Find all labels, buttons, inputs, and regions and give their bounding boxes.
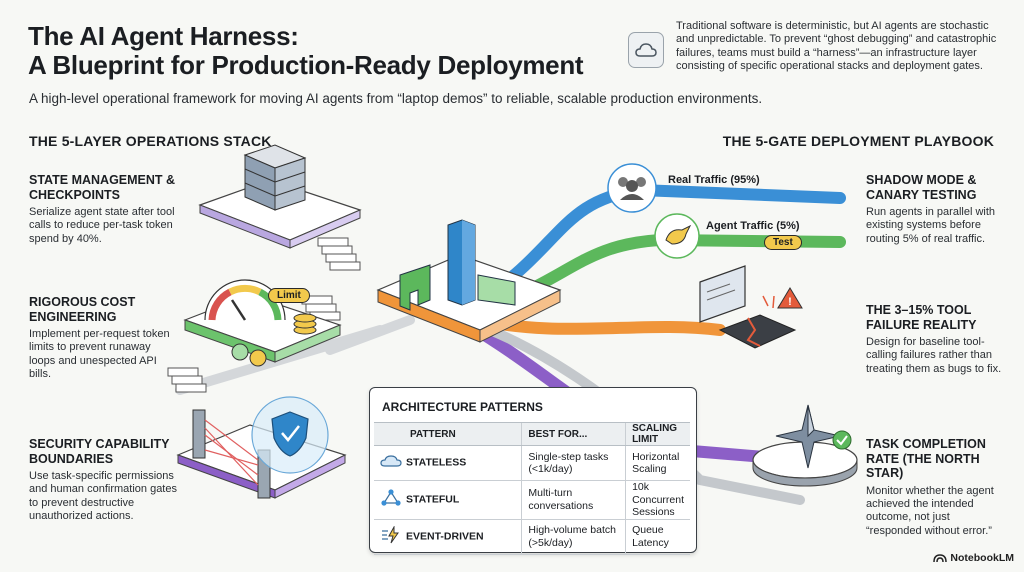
left-item-title: STATE MANAGEMENT & CHECKPOINTS bbox=[29, 173, 176, 202]
gauge-icon bbox=[204, 279, 286, 321]
pattern-name: STATEFUL bbox=[406, 493, 460, 506]
right-item-shadow: SHADOW MODE & CANARY TESTING Run agents … bbox=[866, 173, 1006, 246]
pattern-cell: STATEFUL bbox=[374, 480, 522, 520]
left-item-desc: Use task-specific permissions and human … bbox=[29, 470, 177, 523]
table-header-row: PATTERN BEST FOR... SCALING LIMIT bbox=[374, 422, 690, 446]
agent-traffic-label: Agent Traffic (5%) bbox=[706, 220, 800, 232]
svg-text:!: ! bbox=[788, 296, 792, 308]
table-row: STATEFUL Multi-turn conversations 10k Co… bbox=[374, 480, 690, 520]
right-item-desc: Design for baseline tool-calling failure… bbox=[866, 336, 1002, 375]
warning-icon: ! bbox=[777, 287, 803, 309]
scaling-limit-cell: 10k Concurrent Sessions bbox=[625, 480, 690, 520]
stairs bbox=[167, 237, 361, 393]
best-for-cell: Multi-turn conversations bbox=[521, 480, 626, 520]
canary-icon bbox=[654, 213, 700, 259]
security-platform bbox=[176, 396, 347, 499]
subtitle: A high-level operational framework for m… bbox=[29, 91, 763, 106]
scaling-limit-cell: Horizontal Scaling bbox=[625, 445, 690, 481]
page-title: The AI Agent Harness: A Blueprint for Pr… bbox=[28, 21, 584, 80]
test-badge: Test bbox=[764, 235, 802, 250]
crowd-icon bbox=[607, 163, 657, 213]
right-item-title: THE 3–15% TOOL FAILURE REALITY bbox=[866, 303, 977, 332]
best-for-cell: High-volume batch (>5k/day) bbox=[521, 519, 626, 555]
best-for-cell: Single-step tasks (<1k/day) bbox=[521, 445, 626, 481]
brand-name: NotebookLM bbox=[950, 552, 1014, 564]
architecture-patterns-card: ARCHITECTURE PATTERNS PATTERN BEST FOR..… bbox=[369, 387, 697, 555]
table-row: EVENT-DRIVEN High-volume batch (>5k/day)… bbox=[374, 519, 690, 555]
right-item-desc: Monitor whether the agent achieved the i… bbox=[866, 484, 994, 537]
compass-star-icon bbox=[775, 404, 841, 469]
left-item-desc: Serialize agent state after tool calls t… bbox=[29, 206, 175, 245]
cloud-icon bbox=[628, 32, 664, 68]
left-section-heading: THE 5-LAYER OPERATIONS STACK bbox=[29, 133, 272, 149]
left-item-security: SECURITY CAPABILITY BOUNDARIES Use task-… bbox=[29, 437, 181, 524]
pattern-cell: STATELESS bbox=[374, 445, 522, 481]
column-header: BEST FOR... bbox=[521, 422, 626, 446]
right-item-completion: TASK COMPLETION RATE (THE NORTH STAR) Mo… bbox=[866, 437, 1006, 538]
check-circle-icon bbox=[832, 430, 852, 450]
monitor-icon bbox=[699, 265, 746, 323]
real-traffic-label: Real Traffic (95%) bbox=[668, 174, 760, 186]
intro-callout: Traditional software is deterministic, b… bbox=[628, 20, 1004, 84]
central-hub bbox=[376, 219, 562, 343]
right-item-failure: THE 3–15% TOOL FAILURE REALITY Design fo… bbox=[866, 303, 1006, 376]
shield-icon bbox=[271, 411, 309, 457]
cost-platform bbox=[183, 279, 342, 367]
title-line-1: The AI Agent Harness: bbox=[28, 21, 299, 51]
architecture-title: ARCHITECTURE PATTERNS bbox=[382, 400, 543, 414]
left-item-state: STATE MANAGEMENT & CHECKPOINTS Serialize… bbox=[29, 173, 179, 246]
left-item-cost: RIGOROUS COST ENGINEERING Implement per-… bbox=[29, 295, 179, 382]
architecture-table: PATTERN BEST FOR... SCALING LIMIT STATEL… bbox=[374, 422, 690, 555]
north-star-platform bbox=[752, 404, 858, 487]
right-item-desc: Run agents in parallel with existing sys… bbox=[866, 206, 996, 245]
cloud-icon bbox=[380, 454, 402, 472]
title-line-2: A Blueprint for Production-Ready Deploym… bbox=[28, 50, 584, 80]
server-icon bbox=[243, 144, 307, 211]
intro-text: Traditional software is deterministic, b… bbox=[676, 20, 997, 73]
pattern-cell: EVENT-DRIVEN bbox=[374, 519, 522, 555]
coins-icon bbox=[231, 313, 317, 367]
column-header: PATTERN bbox=[374, 422, 522, 446]
lightning-icon bbox=[380, 524, 402, 548]
chip-icon bbox=[718, 295, 797, 349]
left-item-title: SECURITY CAPABILITY BOUNDARIES bbox=[29, 437, 170, 466]
server-platform bbox=[198, 144, 362, 249]
scaling-limit-cell: Queue Latency bbox=[625, 519, 690, 555]
left-item-desc: Implement per-request token limits to pr… bbox=[29, 328, 170, 381]
pattern-name: EVENT-DRIVEN bbox=[406, 530, 484, 543]
limit-badge: Limit bbox=[268, 288, 310, 303]
brand-logo: NotebookLM bbox=[933, 552, 1014, 564]
left-item-title: RIGOROUS COST ENGINEERING bbox=[29, 295, 136, 324]
laser-beams bbox=[204, 419, 259, 486]
network-icon bbox=[380, 489, 402, 511]
right-item-title: TASK COMPLETION RATE (THE NORTH STAR) bbox=[866, 437, 986, 480]
table-row: STATELESS Single-step tasks (<1k/day) Ho… bbox=[374, 445, 690, 481]
pattern-name: STATELESS bbox=[406, 456, 467, 469]
right-item-title: SHADOW MODE & CANARY TESTING bbox=[866, 173, 977, 202]
notebooklm-icon bbox=[933, 554, 948, 563]
right-section-heading: THE 5-GATE DEPLOYMENT PLAYBOOK bbox=[722, 133, 994, 149]
column-header: SCALING LIMIT bbox=[625, 422, 690, 446]
